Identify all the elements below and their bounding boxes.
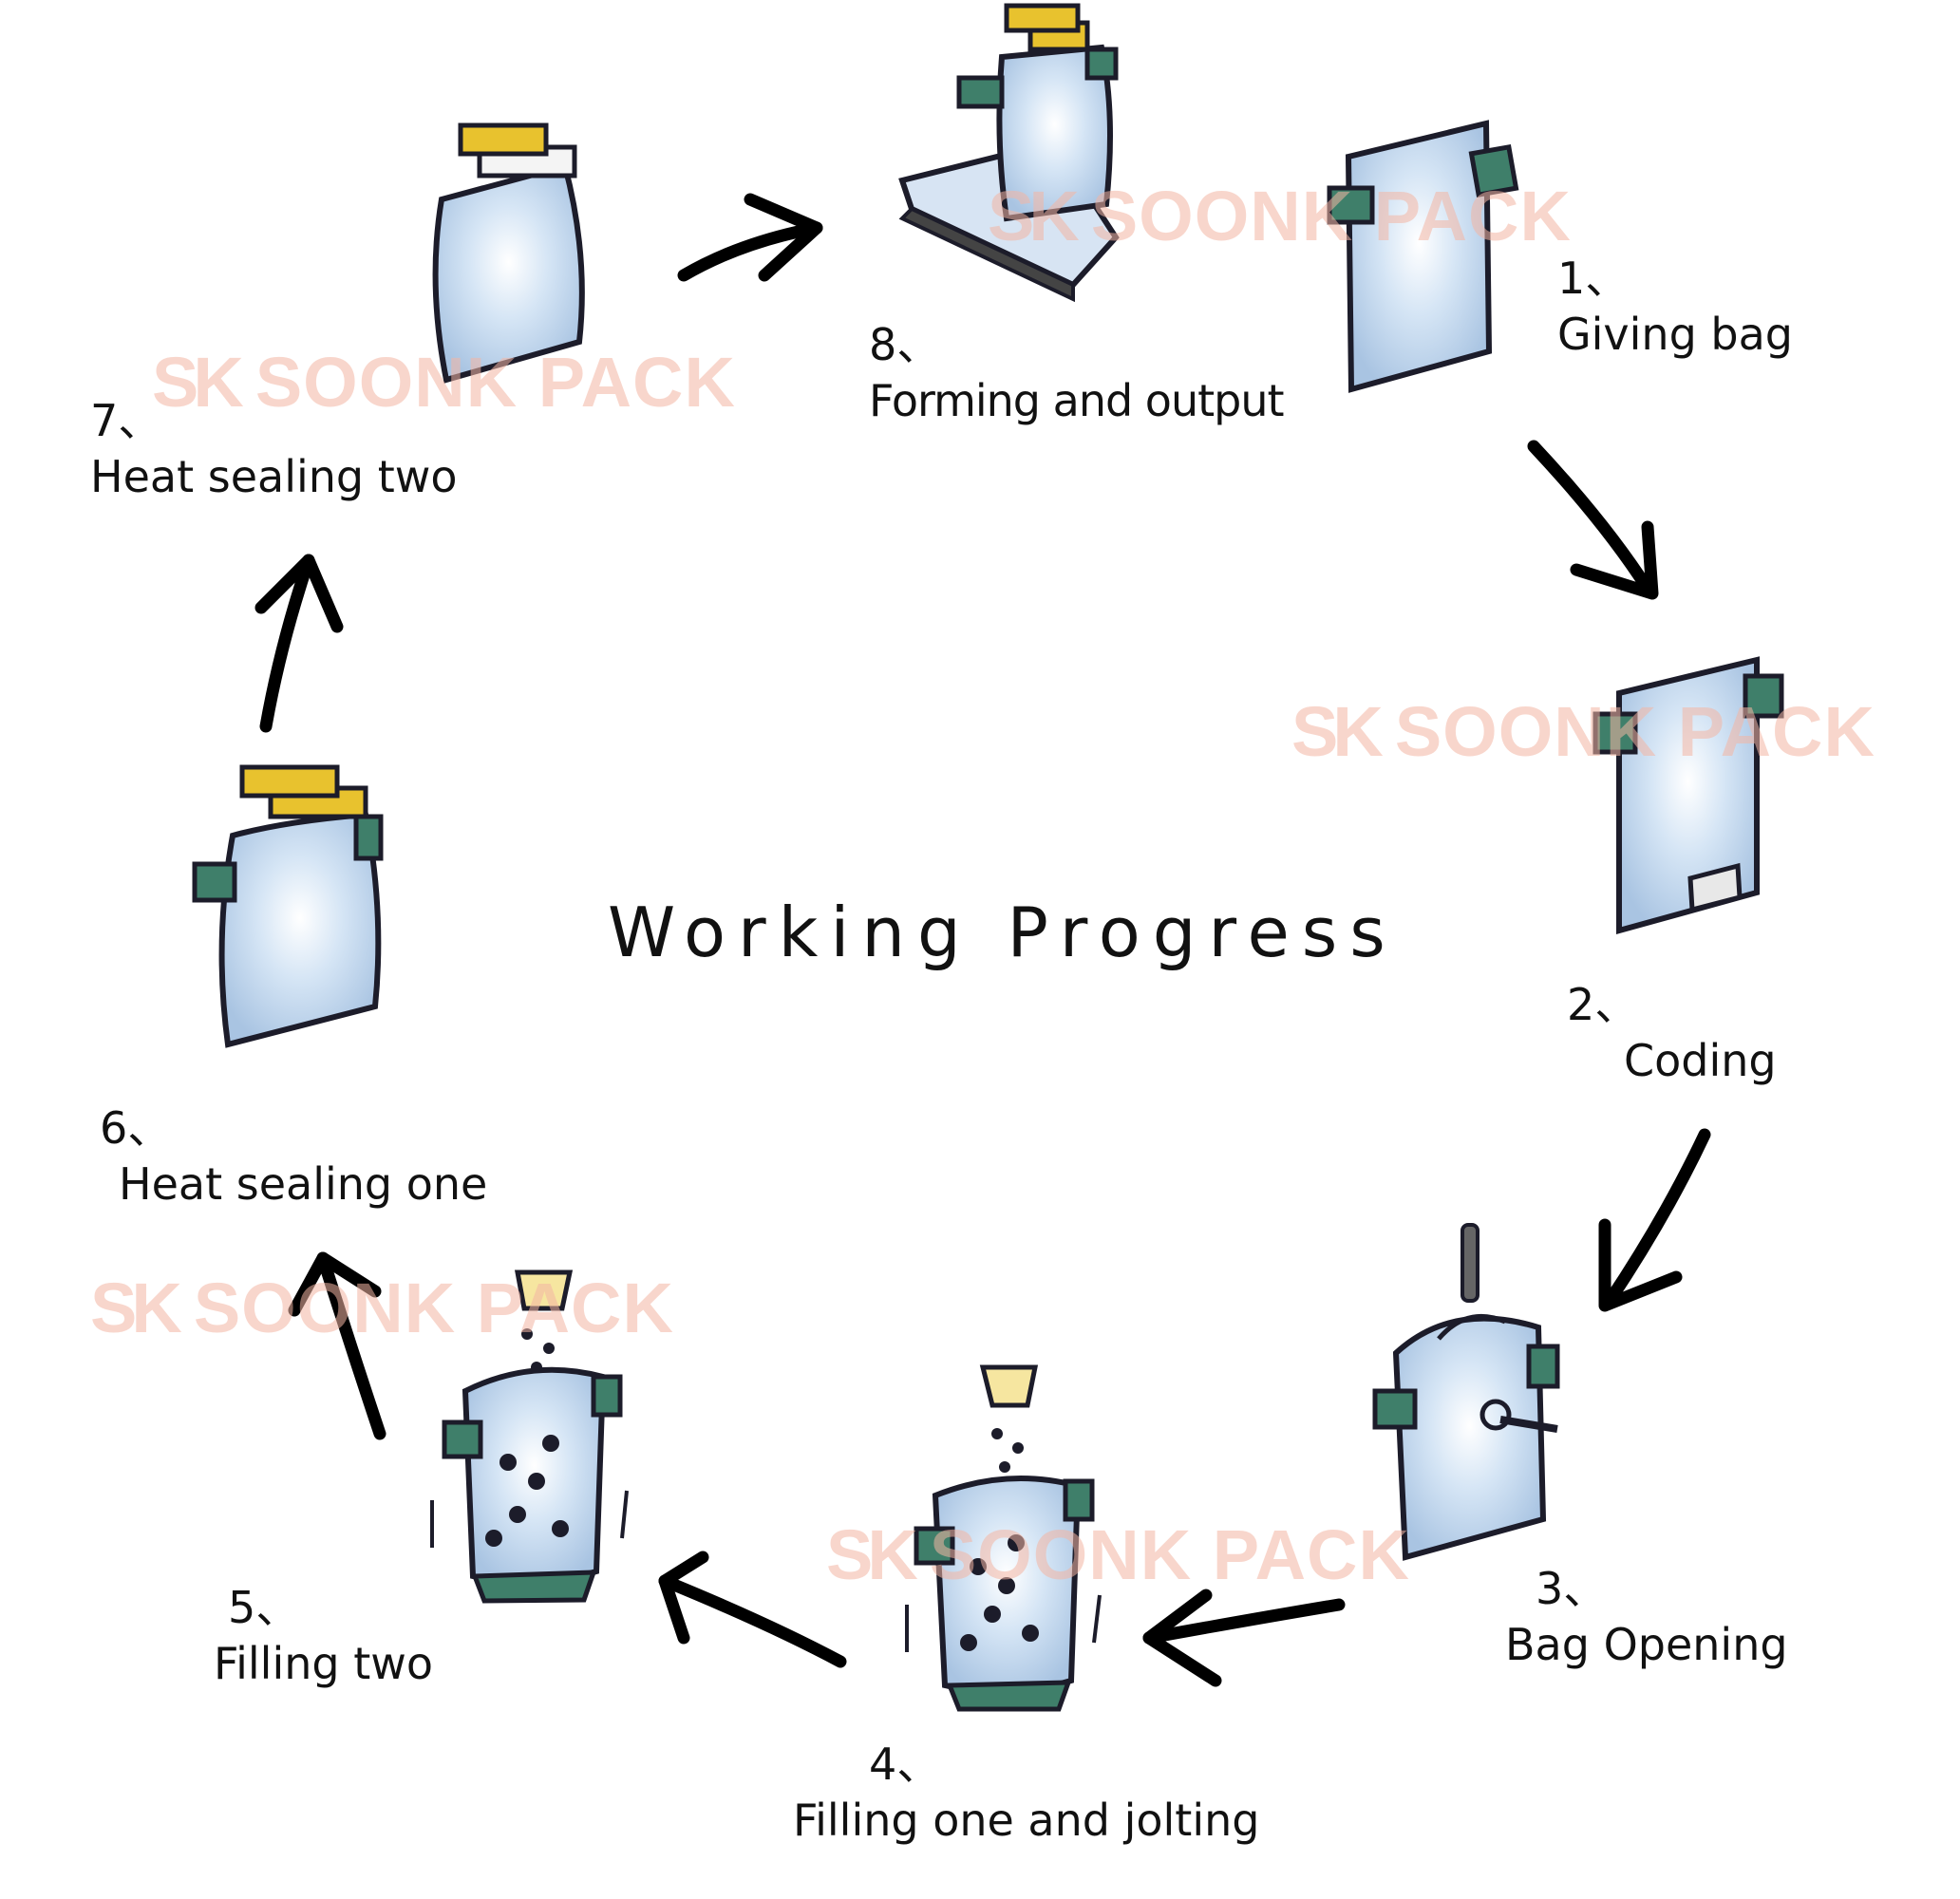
step-8: 8、 Forming and output [869, 318, 1285, 430]
watermark-logo: SK [152, 343, 244, 422]
step-6: 6、 Heat sealing one [100, 1101, 487, 1213]
filling-two-illustration [430, 1269, 629, 1604]
step-7: 7、 Heat sealing two [90, 394, 458, 506]
bag-opening-illustration [1372, 1223, 1560, 1561]
watermark-logo: SK [90, 1269, 182, 1347]
step-number: 3、 [1536, 1563, 1608, 1614]
step-number: 2、 [1567, 979, 1639, 1030]
forming-output-illustration [898, 3, 1120, 303]
giving-bag-illustration [1327, 120, 1519, 393]
step-3: 3、 Bag Opening [1505, 1562, 1788, 1674]
step-label: Giving bag [1557, 309, 1793, 360]
step-number: 5、 [228, 1582, 300, 1633]
arrow-3-to-4 [1142, 1589, 1346, 1687]
step-label: Filling one and jolting [793, 1795, 1260, 1846]
diagram-title: Working Progress [608, 893, 1398, 972]
step-5: 5、 Filling two [214, 1581, 433, 1693]
step-label: Heat sealing one [119, 1158, 488, 1210]
step-number: 8、 [869, 319, 941, 370]
step-number: 1、 [1557, 253, 1630, 304]
heat-sealing-two-illustration [432, 122, 585, 384]
step-label: Filling two [214, 1638, 434, 1689]
arrow-4-to-5 [658, 1551, 847, 1668]
step-number: 4、 [869, 1739, 941, 1790]
heat-sealing-one-illustration [192, 764, 384, 1048]
arrows [254, 193, 1711, 1687]
arrow-6-to-7 [254, 554, 344, 733]
step-label: Forming and output [869, 375, 1285, 426]
step-1: 1、 Giving bag [1557, 252, 1793, 364]
step-label: Heat sealing two [90, 451, 458, 502]
step-label: Coding [1624, 1035, 1777, 1086]
arrow-7-to-8 [677, 193, 823, 282]
step-label: Bag Opening [1505, 1619, 1788, 1670]
arrow-1-to-2 [1527, 440, 1659, 600]
step-4: 4、 Filling one and jolting [793, 1738, 1259, 1850]
arrow-2-to-3 [1598, 1128, 1711, 1312]
step-number: 7、 [90, 395, 162, 446]
arrow-5-to-6 [288, 1251, 386, 1440]
filling-one-illustration [905, 1364, 1102, 1712]
watermark-logo: SK [1291, 692, 1384, 771]
step-number: 6、 [100, 1102, 172, 1154]
watermark-logo: SK [826, 1515, 918, 1594]
step-2: 2、 Coding [1567, 978, 1777, 1090]
watermark-logo: SK [988, 177, 1080, 255]
coding-illustration [1592, 656, 1784, 934]
